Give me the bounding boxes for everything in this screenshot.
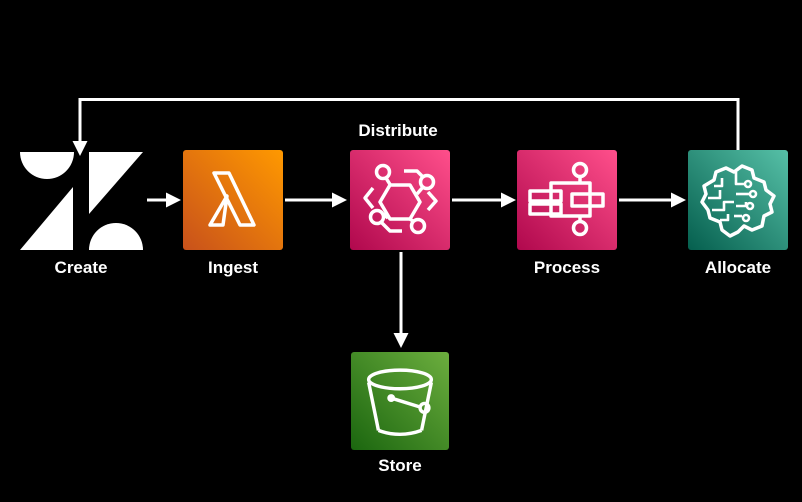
node-label-distribute: Distribute: [358, 121, 438, 140]
node-label-create: Create: [54, 258, 108, 277]
node-label-allocate: Allocate: [704, 258, 772, 277]
workflow-icon: [528, 161, 605, 237]
lambda-function-icon: [208, 171, 256, 227]
bucket-icon: [366, 368, 434, 437]
node-label-store: Store: [378, 456, 422, 475]
hexagon-network-icon: [363, 163, 438, 235]
node-label-ingest: Ingest: [207, 258, 259, 277]
zendesk-logo-icon: [20, 152, 143, 250]
node-label-process: Process: [533, 258, 601, 277]
ml-brain-icon: [700, 164, 776, 238]
